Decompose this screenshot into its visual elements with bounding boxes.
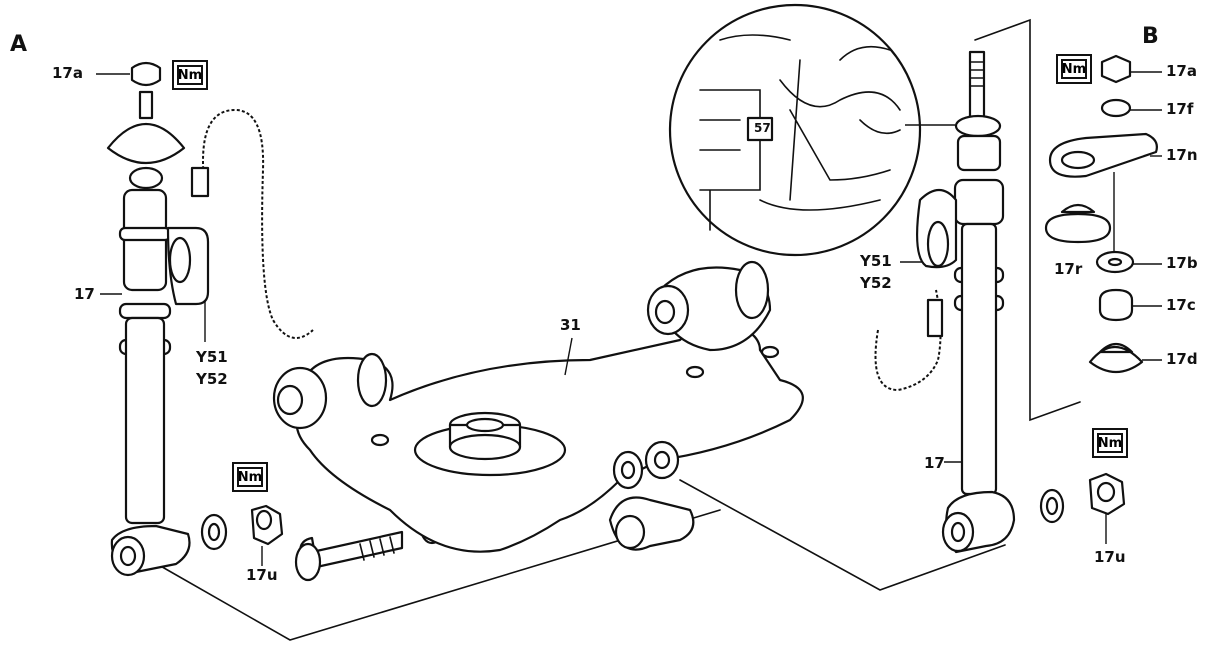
- torque-symbol: Nm: [177, 65, 203, 85]
- left-wiring-harness: [202, 108, 314, 339]
- callout-17u-right: 17u: [1094, 548, 1126, 566]
- callout-17-right: 17: [924, 454, 945, 472]
- body-ring: [118, 302, 172, 320]
- mount-hole: [685, 365, 705, 379]
- right-bracket-clip: [926, 220, 950, 268]
- washer-hole: [1045, 496, 1059, 516]
- callout-17n-kit: 17n: [1166, 146, 1198, 164]
- nut-hole: [255, 509, 273, 531]
- right-shock-absorber: [916, 50, 1016, 554]
- washer-hole: [207, 522, 221, 542]
- kit-parts: [1044, 54, 1158, 374]
- torque-spec-box: Nm: [1092, 428, 1128, 458]
- torque-spec-box: Nm: [1056, 54, 1092, 84]
- kit-nut-17a: [1100, 54, 1132, 84]
- kit-reference-line: [974, 18, 1081, 422]
- assembly-outline-line: [679, 479, 1006, 591]
- detail-tag: [746, 116, 774, 142]
- detail-magnifier: [668, 3, 955, 257]
- right-body-ring: [953, 178, 1005, 226]
- lower-body-tube: [124, 316, 166, 525]
- piston-rod-thread: [138, 90, 154, 120]
- callout-17a-kit: 17a: [1166, 62, 1197, 80]
- view-label-b: B: [1142, 24, 1159, 49]
- callout-y52-left: Y52: [196, 370, 228, 388]
- left-bush-hole: [276, 384, 304, 416]
- lower-eye-hole: [119, 545, 137, 567]
- torque-spec-box: Nm: [172, 60, 208, 90]
- right-body-tube: [960, 222, 998, 496]
- seat-boss-hole: [465, 417, 505, 433]
- callout-17a-left: 17a: [52, 64, 83, 82]
- clamp-eye: [614, 514, 646, 550]
- top-nut-17a: [130, 61, 162, 87]
- assembly-outline-line: [149, 509, 721, 641]
- callout-17f-kit: 17f: [1166, 100, 1194, 118]
- rod-seal: [128, 166, 164, 190]
- callout-17b-kit: 17b: [1166, 254, 1198, 272]
- upper-mount-bush: [106, 123, 186, 165]
- body-ring: [118, 226, 172, 242]
- trailing-bush-hole: [620, 460, 636, 480]
- callout-y51-right: Y51: [860, 252, 892, 270]
- right-connector: [926, 298, 944, 338]
- callout-17r-kit: 17r: [1054, 260, 1083, 278]
- callout-y51-left: Y51: [196, 348, 228, 366]
- left-connector: [190, 166, 210, 198]
- kit-nut-17c: [1098, 288, 1134, 322]
- torque-spec-box: Nm: [232, 462, 268, 492]
- mounting-bolt: [294, 530, 404, 582]
- trailing-bush-hole: [653, 450, 671, 470]
- callout-17d-kit: 17d: [1166, 350, 1198, 368]
- callout-17u-left: 17u: [246, 566, 278, 584]
- left-bush-rear: [356, 352, 388, 408]
- nut-hole: [1096, 481, 1116, 503]
- callout-y52-right: Y52: [860, 274, 892, 292]
- mount-hole: [370, 433, 390, 447]
- right-bush-hole: [654, 299, 676, 325]
- view-label-a: A: [10, 32, 28, 57]
- kit-washer-17f: [1100, 98, 1132, 118]
- kit-plate-hole: [1060, 150, 1096, 170]
- callout-17-left: 17: [74, 285, 95, 303]
- axle-subframe-31: [272, 260, 804, 553]
- detail-label: 57: [754, 121, 771, 135]
- bracket-clip: [168, 236, 192, 284]
- right-bush-rear: [734, 260, 770, 320]
- callout-17c-kit: 17c: [1166, 296, 1196, 314]
- kit-washer-hole: [1107, 257, 1123, 267]
- kit-mount-17d: [1088, 342, 1144, 374]
- torque-symbol: Nm: [1061, 59, 1087, 79]
- seat-boss-base: [448, 433, 522, 461]
- right-top-cap: [954, 114, 1002, 138]
- right-lower-eye-hole: [950, 521, 966, 543]
- callout-31: 31: [560, 316, 581, 334]
- torque-symbol: Nm: [237, 467, 263, 487]
- right-upper-tube: [956, 134, 1002, 172]
- mount-hole: [760, 345, 780, 359]
- left-shock-absorber: [106, 61, 210, 577]
- torque-symbol: Nm: [1097, 433, 1123, 453]
- kit-bush-17r: [1044, 203, 1112, 244]
